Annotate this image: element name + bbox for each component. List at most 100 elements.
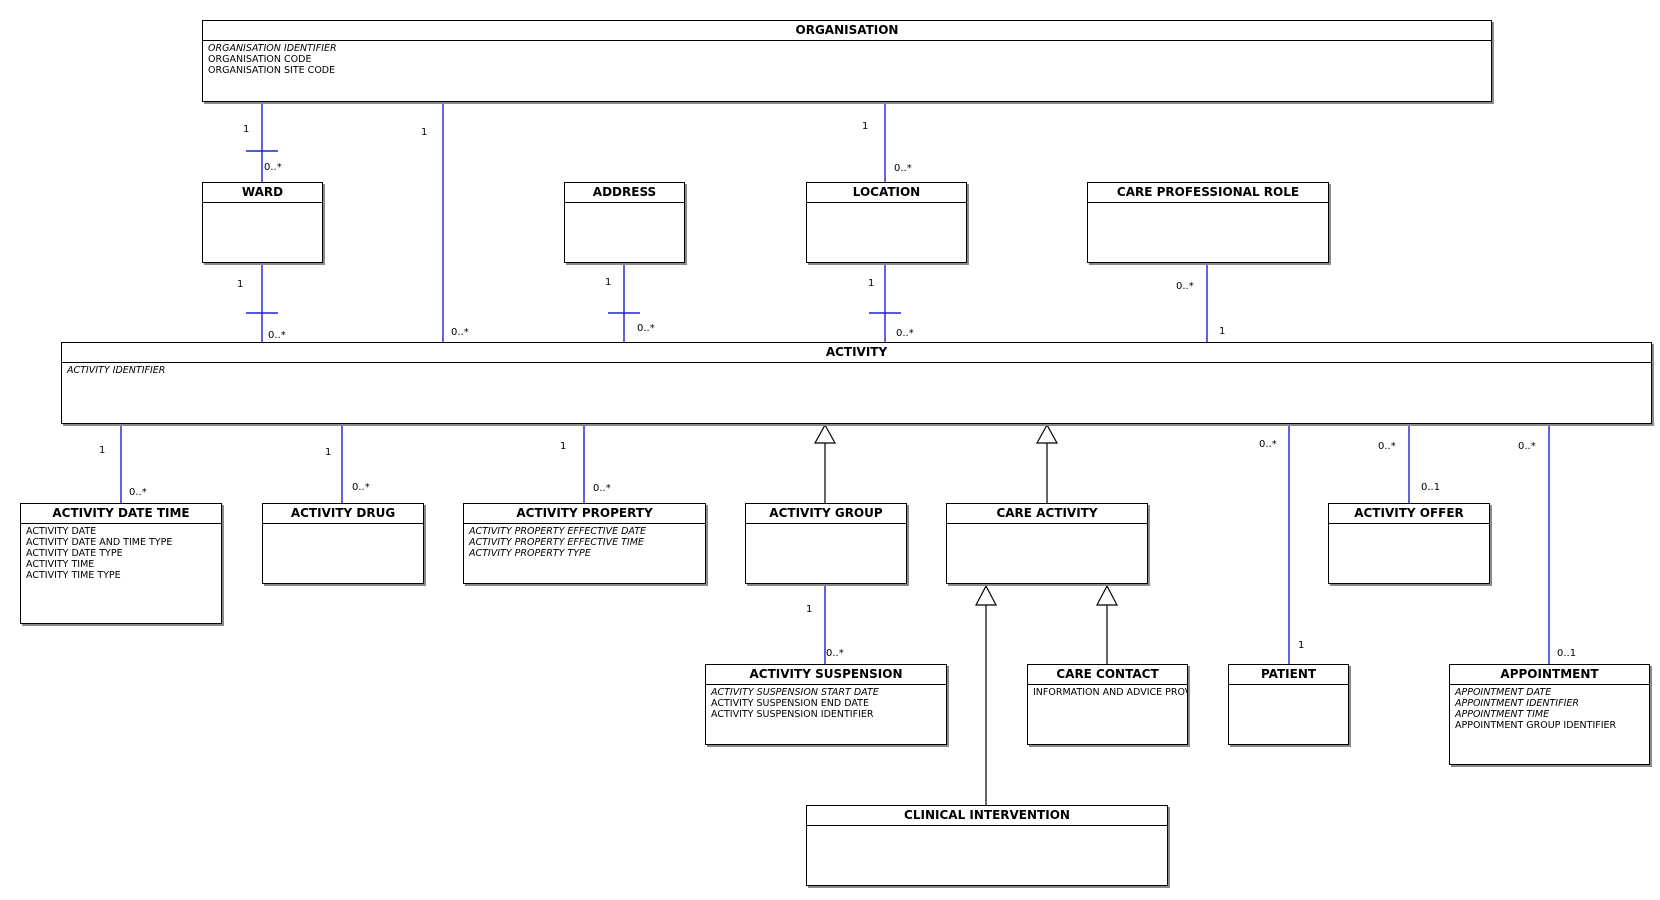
entity-clinical-intervention[interactable]: CLINICAL INTERVENTION: [806, 805, 1168, 886]
mult-address-activity-source: 1: [605, 277, 612, 288]
mult-activity-datetime-target: 0..*: [129, 487, 147, 498]
mult-address-activity-target: 0..*: [637, 323, 655, 334]
attribute: ACTIVITY SUSPENSION END DATE: [711, 698, 869, 709]
mult-org-location-target: 0..*: [894, 163, 912, 174]
mult-activity-offer-target: 0..1: [1421, 482, 1441, 493]
identifier-attribute: ACTIVITY IDENTIFIER: [67, 365, 166, 376]
mult-org-ward-target: 0..*: [264, 162, 282, 173]
entity-address[interactable]: ADDRESS: [564, 182, 685, 263]
mult-activity-appointment-target: 0..1: [1557, 648, 1577, 659]
mult-activity-patient-source: 0..*: [1259, 439, 1277, 450]
entity-title: PATIENT: [1229, 665, 1348, 685]
identifier-attribute: ORGANISATION IDENTIFIER: [208, 43, 337, 54]
gen-arrow-care-contact: [1096, 584, 1118, 606]
mult-activity-property-target: 0..*: [593, 483, 611, 494]
entity-activity-offer[interactable]: ACTIVITY OFFER: [1328, 503, 1490, 584]
attribute-compartment: [565, 203, 684, 207]
entity-title: ADDRESS: [565, 183, 684, 203]
entity-title: ACTIVITY OFFER: [1329, 504, 1489, 524]
attribute-compartment: [746, 524, 906, 528]
entity-care-activity[interactable]: CARE ACTIVITY: [946, 503, 1148, 584]
entity-title: CLINICAL INTERVENTION: [807, 806, 1167, 826]
entity-activity[interactable]: ACTIVITY ACTIVITY IDENTIFIER: [61, 342, 1652, 424]
attribute-compartment: [263, 524, 423, 528]
mult-role-activity-source: 0..*: [1176, 281, 1194, 292]
mult-location-activity-target: 0..*: [896, 328, 914, 339]
identifier-attribute: ACTIVITY PROPERTY TYPE: [469, 548, 591, 559]
attribute-compartment: ACTIVITY IDENTIFIER: [62, 363, 1651, 378]
gen-arrow-care-activity: [1035, 423, 1059, 444]
mult-group-suspension-target: 0..*: [826, 648, 844, 659]
mult-ward-activity-target: 0..*: [268, 330, 286, 341]
mult-location-activity-source: 1: [868, 278, 875, 289]
entity-title: CARE PROFESSIONAL ROLE: [1088, 183, 1328, 203]
attribute: ACTIVITY TIME TYPE: [26, 570, 121, 581]
entity-title: ACTIVITY DATE TIME: [21, 504, 221, 524]
gen-arrow-clinical-intervention: [975, 584, 997, 606]
attribute: ACTIVITY DATE TYPE: [26, 548, 123, 559]
entity-activity-drug[interactable]: ACTIVITY DRUG: [262, 503, 424, 584]
mult-org-ward-source: 1: [243, 124, 250, 135]
mult-org-location-source: 1: [862, 121, 869, 132]
attribute: INFORMATION AND ADVICE PROVIDED IND: [1033, 687, 1187, 698]
entity-title: LOCATION: [807, 183, 966, 203]
entity-title: APPOINTMENT: [1450, 665, 1649, 685]
attribute: ORGANISATION CODE: [208, 54, 312, 65]
entity-activity-group[interactable]: ACTIVITY GROUP: [745, 503, 907, 584]
attribute: ACTIVITY TIME: [26, 559, 95, 570]
mult-activity-property-source: 1: [560, 441, 567, 452]
attribute: APPOINTMENT GROUP IDENTIFIER: [1455, 720, 1617, 731]
mult-org-activity-target: 0..*: [451, 327, 469, 338]
entity-title: ACTIVITY PROPERTY: [464, 504, 705, 524]
attribute: ORGANISATION SITE CODE: [208, 65, 336, 76]
entity-patient[interactable]: PATIENT: [1228, 664, 1349, 745]
entity-title: ACTIVITY: [62, 343, 1651, 363]
attribute-compartment: [1329, 524, 1489, 528]
entity-title: ACTIVITY SUSPENSION: [706, 665, 946, 685]
attribute-compartment: ACTIVITY PROPERTY EFFECTIVE DATE ACTIVITY…: [464, 524, 705, 561]
identifier-attribute: ACTIVITY PROPERTY EFFECTIVE DATE: [469, 526, 647, 537]
mult-activity-offer-source: 0..*: [1378, 441, 1396, 452]
mult-role-activity-target: 1: [1219, 326, 1226, 337]
attribute-compartment: [1229, 685, 1348, 689]
attribute-compartment: [807, 826, 1167, 830]
attribute: ACTIVITY DATE: [26, 526, 97, 537]
mult-activity-drug-target: 0..*: [352, 482, 370, 493]
mult-ward-activity-source: 1: [237, 279, 244, 290]
mult-activity-appointment-source: 0..*: [1518, 441, 1536, 452]
entity-ward[interactable]: WARD: [202, 182, 323, 263]
entity-care-contact[interactable]: CARE CONTACT INFORMATION AND ADVICE PROVI…: [1027, 664, 1188, 745]
entity-title: CARE ACTIVITY: [947, 504, 1147, 524]
attribute-compartment: [1088, 203, 1328, 207]
mult-activity-drug-source: 1: [325, 447, 332, 458]
identifier-attribute: ACTIVITY SUSPENSION START DATE: [711, 687, 879, 698]
identifier-attribute: APPOINTMENT IDENTIFIER: [1455, 698, 1579, 709]
attribute-compartment: [947, 524, 1147, 528]
mult-activity-patient-target: 1: [1298, 640, 1305, 651]
attribute-compartment: INFORMATION AND ADVICE PROVIDED IND: [1028, 685, 1187, 700]
entity-care-professional-role[interactable]: CARE PROFESSIONAL ROLE: [1087, 182, 1329, 263]
gen-arrow-activity-group: [813, 423, 837, 444]
attribute: ACTIVITY DATE AND TIME TYPE: [26, 537, 173, 548]
attribute: ACTIVITY SUSPENSION IDENTIFIER: [711, 709, 874, 720]
entity-title: CARE CONTACT: [1028, 665, 1187, 685]
entity-title: WARD: [203, 183, 322, 203]
entity-location[interactable]: LOCATION: [806, 182, 967, 263]
identifier-attribute: APPOINTMENT TIME: [1455, 709, 1550, 720]
mult-org-activity-source: 1: [421, 127, 428, 138]
entity-title: ACTIVITY DRUG: [263, 504, 423, 524]
mult-activity-datetime-source: 1: [99, 445, 106, 456]
mult-group-suspension-source: 1: [806, 604, 813, 615]
entity-title: ORGANISATION: [203, 21, 1491, 41]
